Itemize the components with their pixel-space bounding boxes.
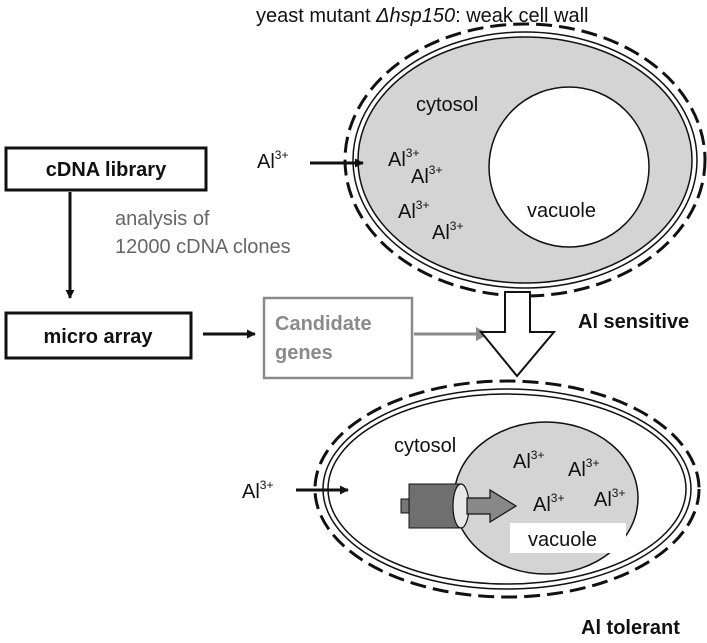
bottom-vacuole-label: vacuole <box>528 529 597 551</box>
ion-label: Al3+ <box>388 146 419 171</box>
ion-label: Al3+ <box>432 219 463 244</box>
al-sensitive-label: Al sensitive <box>578 311 689 333</box>
top-vacuole <box>488 86 650 248</box>
ion-label: Al3+ <box>398 198 429 223</box>
microarray-box <box>4 311 193 360</box>
ion-label: Al3+ <box>568 456 599 481</box>
bottom-cell: cytosol vacuole <box>313 379 701 599</box>
top-cell-wall-outer <box>343 22 707 298</box>
top-cell: cytosol vacuole <box>343 22 707 298</box>
candidate-genes-line1: Candidate <box>275 313 372 335</box>
bottom-cytosol-label: cytosol <box>394 435 456 457</box>
bottom-external-ion-label: Al3+ <box>242 478 273 503</box>
microarray-label: micro array <box>44 326 154 348</box>
top-ions: Al3+ Al3+ Al3+ Al3+ <box>388 146 463 244</box>
title: yeast mutant Δhsp150: weak cell wall <box>256 5 589 27</box>
cdna-library-label: cDNA library <box>46 159 167 181</box>
ion-label: Al3+ <box>533 491 564 516</box>
ion-label: Al3+ <box>594 486 625 511</box>
top-cell-wall-inner <box>352 31 698 289</box>
candidate-genes-line2: genes <box>275 342 333 364</box>
ion-label: Al3+ <box>411 163 442 188</box>
candidate-genes-box <box>262 296 414 380</box>
top-external-ion-label: Al3+ <box>257 148 288 173</box>
bottom-vacuole-label-bg <box>510 523 626 553</box>
bottom-ions: Al3+ Al3+ Al3+ Al3+ <box>513 448 625 516</box>
analysis-line2: 12000 cDNA clones <box>115 236 291 258</box>
top-vacuole-label: vacuole <box>527 200 596 222</box>
analysis-line1: analysis of <box>115 208 210 230</box>
al-tolerant-label: Al tolerant <box>581 617 680 639</box>
cdna-library-box <box>4 146 208 192</box>
transition-arrow <box>478 291 557 378</box>
vacuolar-transporter-icon <box>400 483 518 529</box>
top-cytosol-label: cytosol <box>416 94 478 116</box>
bottom-cell-wall-outer <box>313 379 701 599</box>
ion-label: Al3+ <box>513 448 544 473</box>
